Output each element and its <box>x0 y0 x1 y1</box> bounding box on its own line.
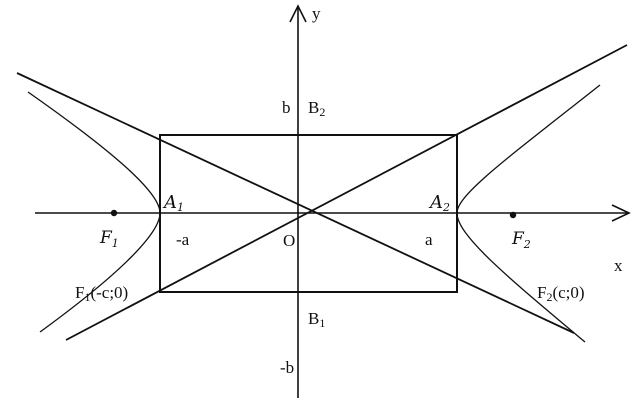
vertex-a1-label: A1 <box>162 192 184 214</box>
x-axis-label: x <box>614 256 623 275</box>
focus-f2-point <box>509 211 517 219</box>
origin-label: O <box>283 231 295 250</box>
focus-f1-coordinates: F1(-c;0) <box>75 283 128 304</box>
asymptote-positive <box>65 44 628 341</box>
vertex-a2-label: A2 <box>428 192 450 214</box>
minus-b-label: -b <box>280 358 294 377</box>
hyperbola-left-branch <box>27 91 161 333</box>
asymptote-negative <box>16 72 575 334</box>
x-axis-arrow <box>611 204 631 222</box>
b-label: b <box>282 98 291 117</box>
focus-f1-point <box>110 209 118 217</box>
y-axis-label: y <box>312 4 321 23</box>
minus-a-label: -a <box>176 230 190 249</box>
hyperbola-right-branch <box>456 84 601 343</box>
focus-f2-coordinates: F2(c;0) <box>537 283 585 304</box>
focus-f2-label: F2 <box>511 229 531 251</box>
b1-label: B1 <box>308 309 325 330</box>
focus-f1-label: F1 <box>99 228 119 250</box>
y-axis-arrow <box>289 4 307 23</box>
a-label: a <box>425 230 433 249</box>
b2-label: B2 <box>308 98 325 119</box>
